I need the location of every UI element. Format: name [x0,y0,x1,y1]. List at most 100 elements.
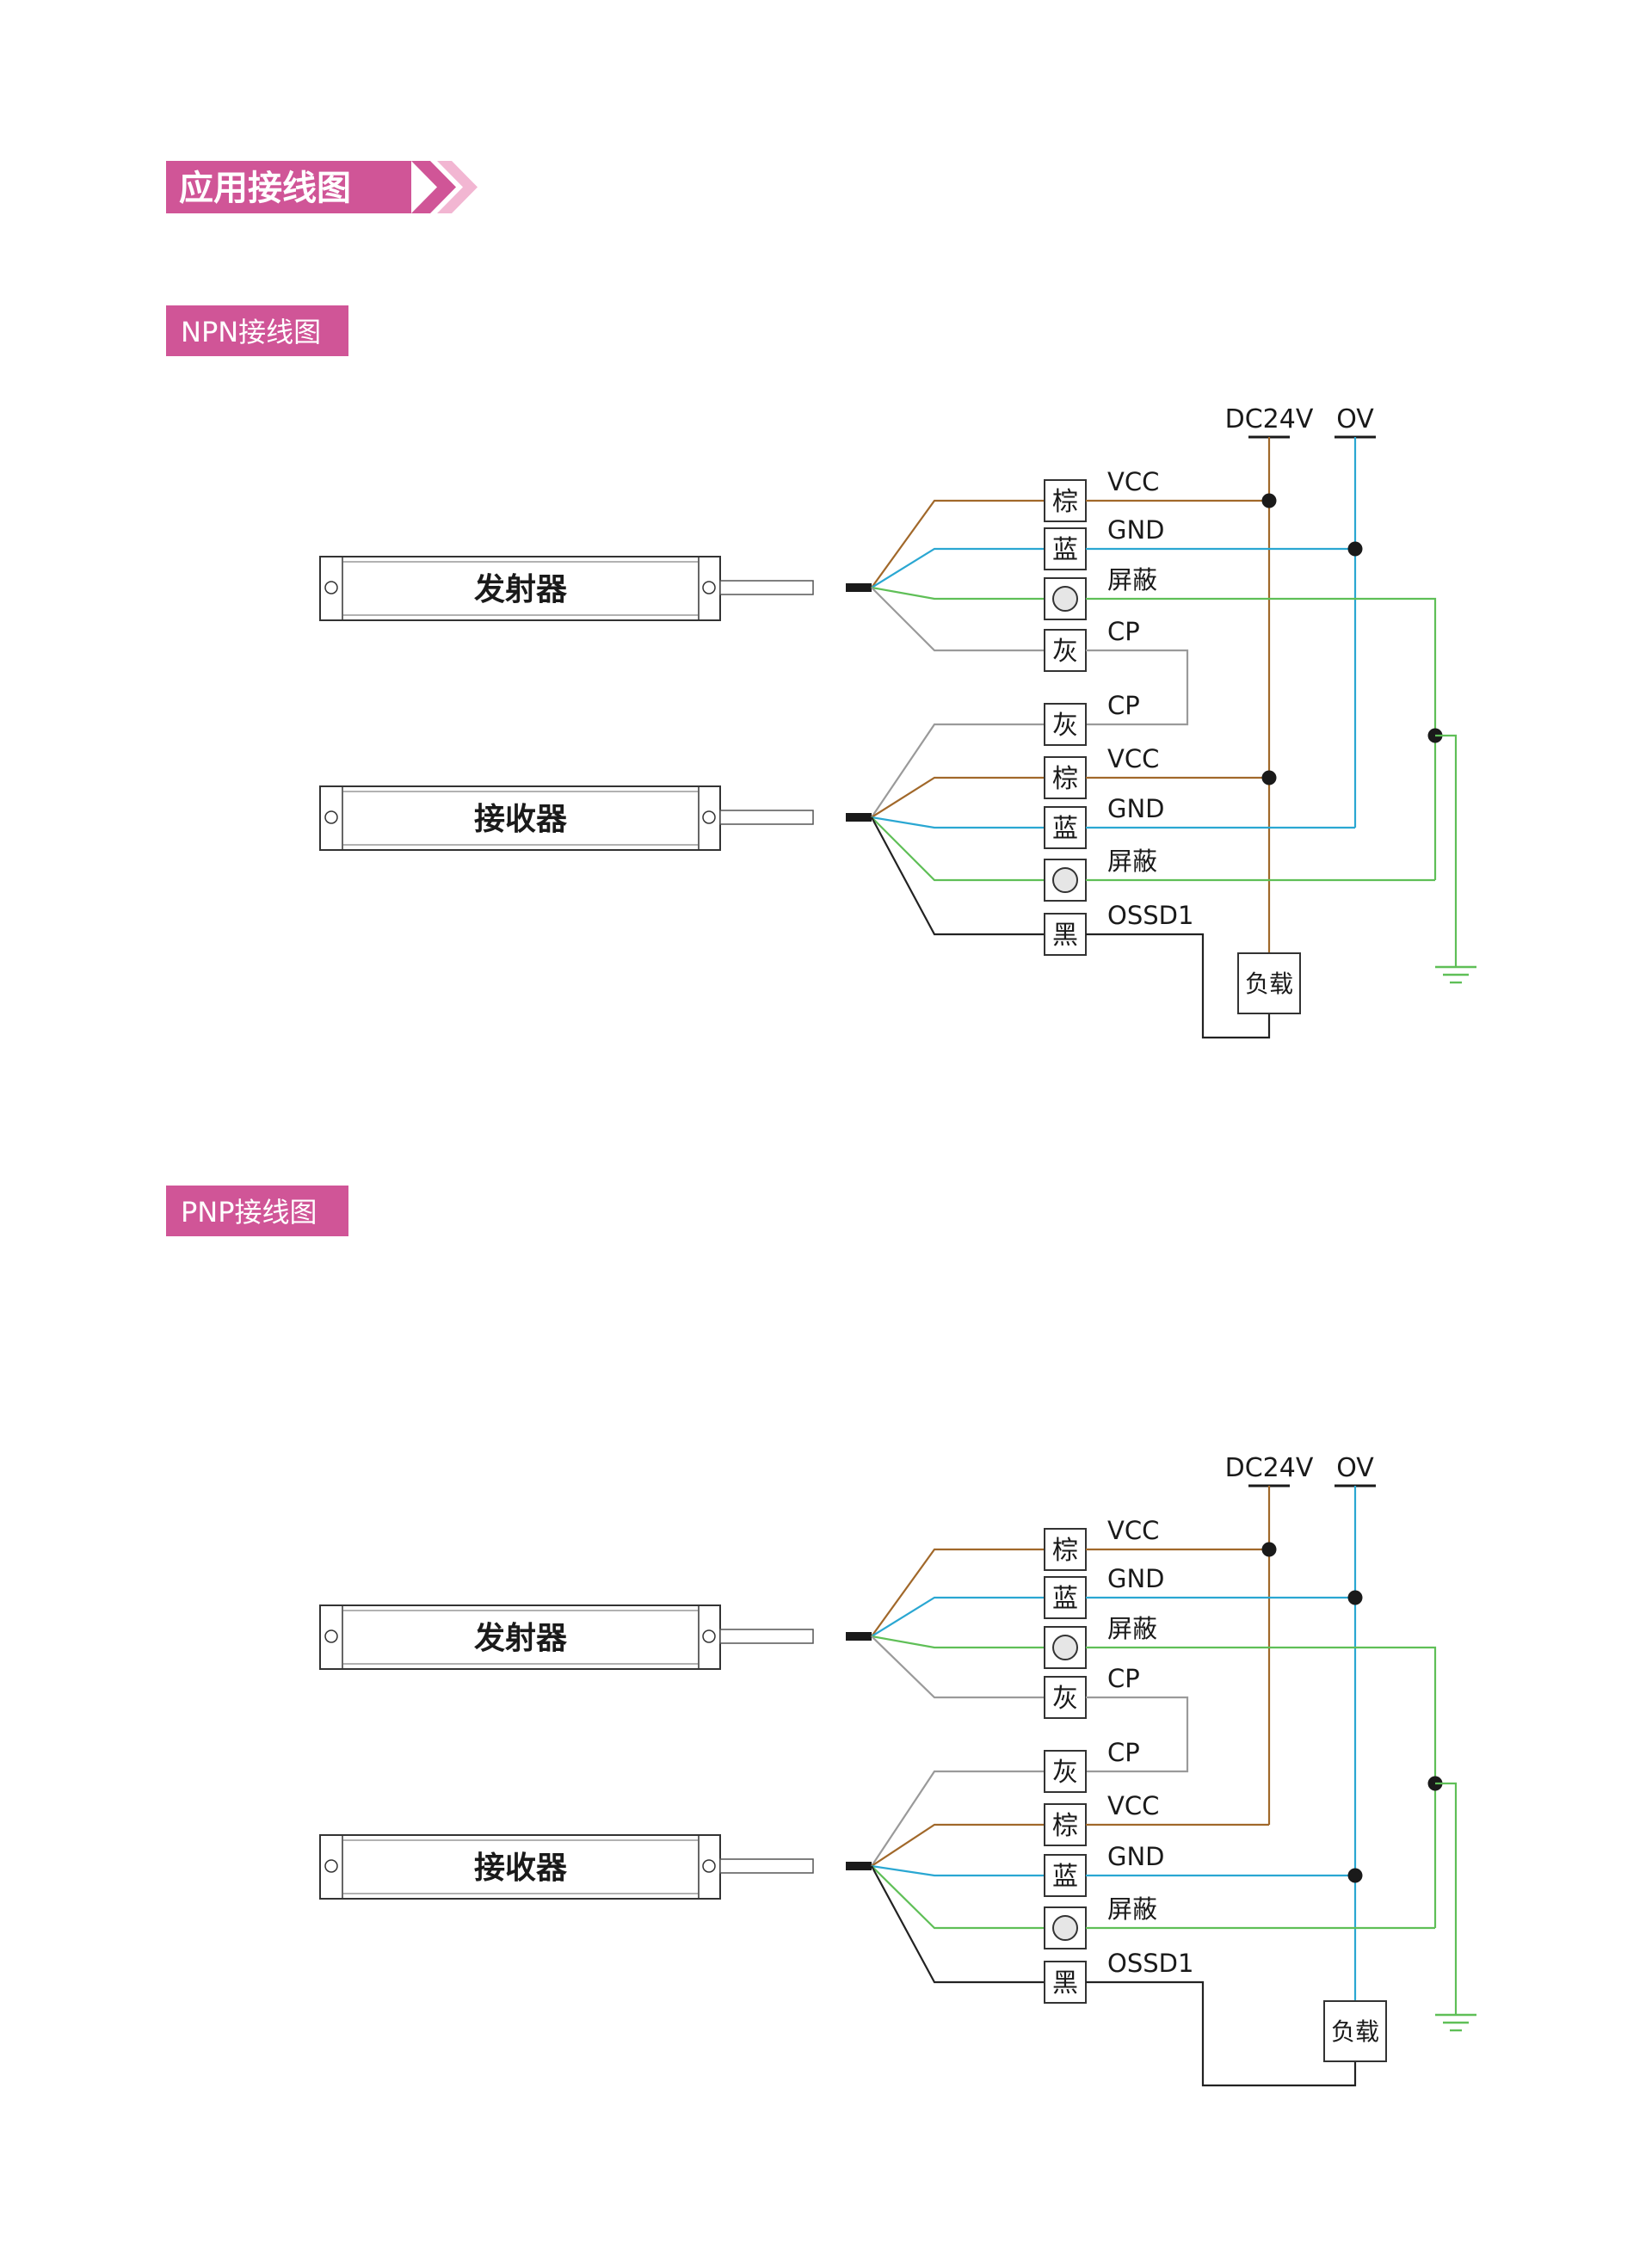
emitter-wire-label-0: VCC [1107,1516,1159,1545]
wire-color-tag: 蓝 [1052,1584,1078,1614]
sensor-label: 接收器 [474,1851,568,1886]
sensor-mount-hole [702,1629,716,1643]
receiver-wire-tag-4: 黑 [1044,1961,1087,2004]
ossd-run [1086,933,1271,1039]
sensor-mount-hole [702,1859,716,1873]
receiver-wire-label-1: VCC [1107,1791,1159,1820]
emitter-wire-0 [871,499,1045,588]
wire-color-tag: 蓝 [1052,814,1078,844]
wire-color-tag-box [1044,703,1087,746]
emitter-wire-label-1: GND [1107,1564,1165,1593]
cp-link [1086,649,1189,726]
emitter-wire-tag-3: 灰 [1044,629,1087,672]
load-label: 负载 [1331,2017,1379,2046]
wire-color-tag: 蓝 [1052,1862,1078,1892]
load-box [1237,952,1301,1014]
wire-color-tag: 灰 [1052,1758,1078,1788]
receiver-wire-tag-1: 棕 [1044,756,1087,799]
receiver-wire-label-0: CP [1107,691,1140,720]
rail-dc-label: DC24V [1225,404,1314,434]
wire-color-tag: 棕 [1052,764,1078,794]
receiver-wire-label-4: OSSD1 [1107,901,1193,930]
emitter-wire-2 [871,586,1045,601]
receiver-sensor: 接收器 [319,1834,872,1900]
emitter-wire-label-0: VCC [1107,467,1159,496]
wire-color-tag-box [1044,577,1087,620]
receiver-wire-2 [871,1864,1045,1877]
emitter-wire-tag-0: 棕 [1044,1528,1087,1571]
wire-color-tag-box [1044,1576,1087,1619]
wire-color-tag: 黑 [1052,921,1078,951]
rail-ov-label: OV [1336,1453,1374,1483]
junction-dot [1261,1542,1277,1557]
receiver-wire-0 [871,1770,1045,1867]
sensor-mount-hole [324,1859,338,1873]
receiver-wire-tag-3 [1044,1906,1087,1949]
receiver-wire-label-0: CP [1107,1738,1140,1767]
sensor-label: 发射器 [474,1621,568,1656]
receiver-wire-label-3: 屏蔽 [1107,847,1157,876]
cable-sheath-end [846,583,872,592]
junction-dot [1261,493,1277,508]
cable-sheath-end [846,813,872,822]
shield-symbol-icon [1052,867,1078,893]
sensor-mount-hole [324,1629,338,1643]
sensor-body [319,1605,721,1670]
wire-color-tag-box [1044,479,1087,522]
wire-color-tag: 灰 [1052,1684,1078,1714]
wire-color-tag-box [1044,1750,1087,1793]
receiver-wire-label-2: GND [1107,1842,1165,1871]
emitter-wire-label-3: CP [1107,1664,1140,1693]
emitter-wire-tag-3: 灰 [1044,1676,1087,1719]
load-box [1323,2000,1387,2062]
wire-color-tag-box [1044,1676,1087,1719]
emitter-wire-label-2: 屏蔽 [1107,565,1157,594]
emitter-wire-tag-2 [1044,1626,1087,1669]
emitter-wire-label-1: GND [1107,515,1165,545]
wire-color-tag-box [1044,527,1087,570]
rail-dc-label: DC24V [1225,1453,1314,1483]
section-badge-label: PNP接线图 [181,1196,317,1229]
emitter-shield-run [1086,1646,1437,1928]
junction-dot [1261,770,1277,785]
receiver-wire-label-3: 屏蔽 [1107,1894,1157,1924]
sensor-mount-hole [324,581,338,594]
section-badge-label: NPN接线图 [181,316,321,348]
earth-lead [1435,734,1458,967]
wire-color-tag: 棕 [1052,1536,1078,1566]
wire-color-tag-box [1044,806,1087,849]
emitter-wire-3 [871,587,1045,652]
junction-dot [1347,1868,1363,1883]
rail-ov-label: OV [1336,404,1374,434]
wire-color-tag: 蓝 [1052,535,1078,565]
cable-sheath-end [846,1632,872,1641]
receiver-wire-label-4: OSSD1 [1107,1949,1193,1978]
receiver-wire-tag-0: 灰 [1044,1750,1087,1793]
receiver-wire-label-2: GND [1107,794,1165,823]
sensor-body [319,1834,721,1900]
sensor-body [319,785,721,851]
receiver-wire-3 [871,1865,1045,1930]
sensor-mount-hole [702,581,716,594]
shield-symbol-icon [1052,1915,1078,1941]
wire-color-tag: 棕 [1052,487,1078,517]
emitter-shield-run [1086,597,1437,880]
sensor-cable [719,1629,814,1644]
emitter-wire-1 [871,1596,1045,1637]
section-badge-bg [166,1186,348,1236]
ossd-run [1086,1980,1357,2087]
load-label: 负载 [1245,970,1293,998]
emitter-wire-tag-0: 棕 [1044,479,1087,522]
sensor-body [319,556,721,621]
receiver-wire-tag-2: 蓝 [1044,806,1087,849]
page-header: 应用接线图 [166,161,478,213]
receiver-wire-tag-2: 蓝 [1044,1854,1087,1897]
emitter-wire-label-2: 屏蔽 [1107,1614,1157,1643]
receiver-wire-tag-3 [1044,859,1087,902]
shield-symbol-icon [1052,586,1078,612]
section-badge: NPN接线图 [166,305,348,356]
wire-color-tag: 黑 [1052,1968,1078,1999]
emitter-wire-2 [871,1635,1045,1649]
